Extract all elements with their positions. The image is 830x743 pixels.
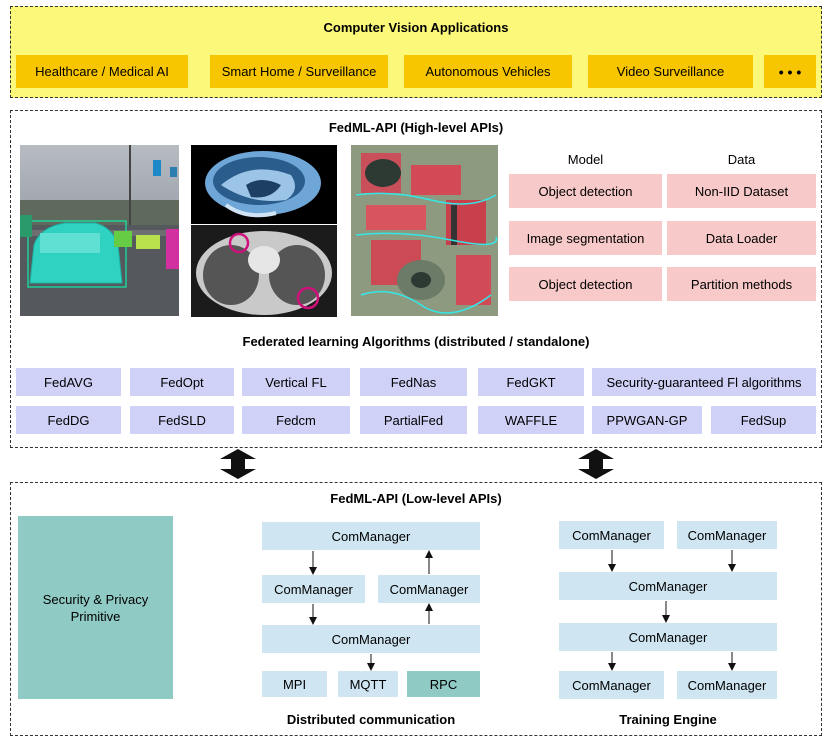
train-commanager-bottom-left: ComManager xyxy=(559,671,664,699)
model-object-detection: Object detection xyxy=(509,174,662,208)
alg-fedgkt: FedGKT xyxy=(478,368,584,396)
dist-commanager-right: ComManager xyxy=(378,575,480,603)
data-non-iid-dataset: Non-IID Dataset xyxy=(667,174,816,208)
data-partition-methods: Partition methods xyxy=(667,267,816,301)
street-detection-image xyxy=(20,145,179,316)
alg-fedsld: FedSLD xyxy=(130,406,234,434)
high-level-panel xyxy=(10,110,822,448)
alg-fedopt: FedOpt xyxy=(130,368,234,396)
training-engine-label: Training Engine xyxy=(619,712,717,727)
train-commanager-top-right: ComManager xyxy=(677,521,777,549)
protocol-rpc: RPC xyxy=(407,671,480,697)
model-image-segmentation: Image segmentation xyxy=(509,221,662,255)
alg-partialfed: PartialFed xyxy=(360,406,467,434)
dist-commanager-left: ComManager xyxy=(262,575,365,603)
alg-vertical-fl: Vertical FL xyxy=(242,368,350,396)
app-autonomous-vehicles: Autonomous Vehicles xyxy=(404,55,572,88)
connector-arrow-right xyxy=(578,449,614,479)
train-commanager-bottom-right: ComManager xyxy=(677,671,777,699)
cv-applications-title: Computer Vision Applications xyxy=(323,20,509,35)
app-smart-home: Smart Home / Surveillance xyxy=(210,55,388,88)
brain-mri-image xyxy=(191,145,337,224)
protocol-mqtt: MQTT xyxy=(338,671,398,697)
dist-commanager-bottom: ComManager xyxy=(262,625,480,653)
train-commanager-middle-1: ComManager xyxy=(559,572,777,600)
low-level-panel xyxy=(10,482,822,736)
high-level-title: FedML-API (High-level APIs) xyxy=(328,120,504,135)
protocol-mpi: MPI xyxy=(262,671,327,697)
model-header: Model xyxy=(567,152,604,167)
alg-fedcm: Fedcm xyxy=(242,406,350,434)
alg-fedsup: FedSup xyxy=(711,406,816,434)
security-privacy-primitive: Security & Privacy Primitive xyxy=(18,516,173,699)
alg-fednas: FedNas xyxy=(360,368,467,396)
alg-waffle: WAFFLE xyxy=(478,406,584,434)
app-more: • • • xyxy=(764,55,816,88)
app-healthcare: Healthcare / Medical AI xyxy=(16,55,188,88)
model-object-detection-2: Object detection xyxy=(509,267,662,301)
connector-arrow-left xyxy=(220,449,256,479)
alg-ppwgan-gp: PPWGAN-GP xyxy=(592,406,702,434)
alg-fedavg: FedAVG xyxy=(16,368,121,396)
algorithms-title: Federated learning Algorithms (distribut… xyxy=(242,334,590,349)
lung-ct-image xyxy=(191,225,337,317)
data-loader: Data Loader xyxy=(667,221,816,255)
train-commanager-top-left: ComManager xyxy=(559,521,664,549)
satellite-segmentation-image xyxy=(351,145,498,316)
data-header: Data xyxy=(727,152,756,167)
alg-security-guaranteed: Security-guaranteed Fl algorithms xyxy=(592,368,816,396)
app-video-surveillance: Video Surveillance xyxy=(588,55,753,88)
distributed-communication-label: Distributed communication xyxy=(286,712,456,727)
train-commanager-middle-2: ComManager xyxy=(559,623,777,651)
dist-commanager-top: ComManager xyxy=(262,522,480,550)
alg-feddg: FedDG xyxy=(16,406,121,434)
low-level-title: FedML-API (Low-level APIs) xyxy=(330,491,502,506)
